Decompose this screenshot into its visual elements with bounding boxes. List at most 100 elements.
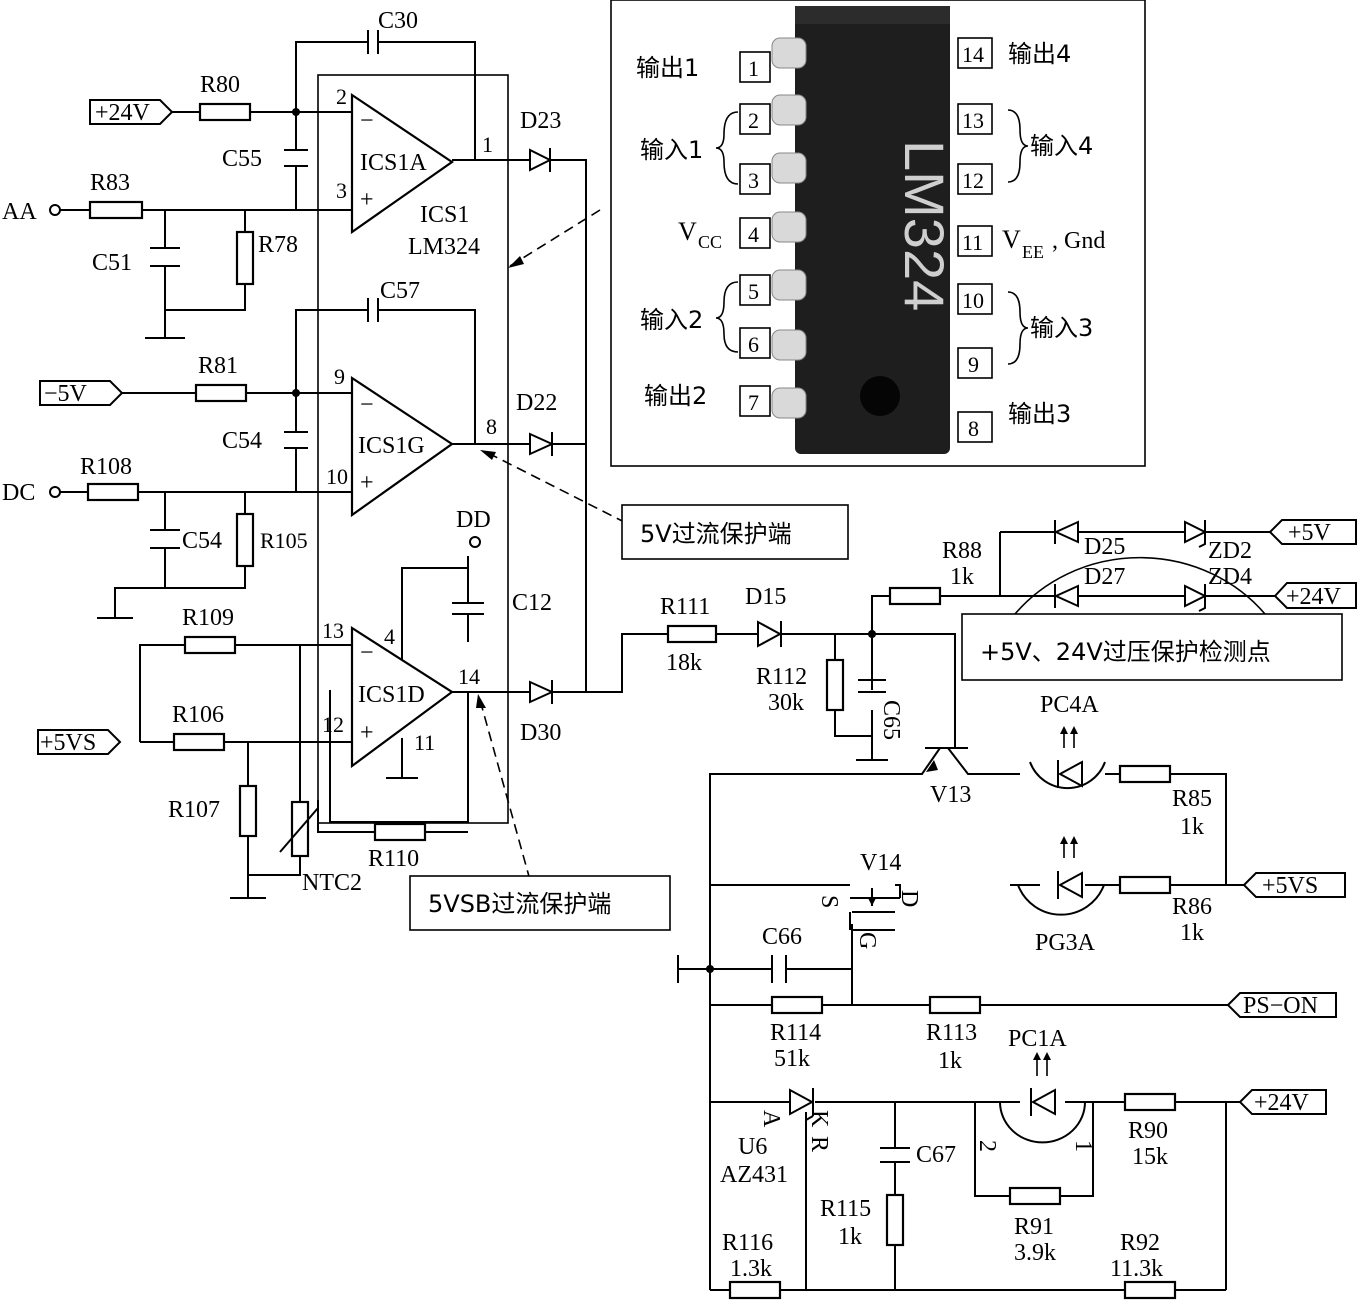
callout-overvoltage: +5V、24V过压保护检测点	[980, 638, 1271, 666]
r110-body	[373, 822, 427, 842]
svg-text:C66: C66	[762, 924, 802, 950]
svg-text:R90: R90	[1128, 1118, 1168, 1144]
wires	[60, 41, 1275, 1291]
svg-text:D27: D27	[1084, 564, 1125, 590]
svg-text:A: A	[758, 1110, 784, 1128]
svg-text:CC: CC	[698, 232, 722, 252]
ics1d-label: ICS1D	[358, 682, 425, 708]
svg-text:11: 11	[414, 730, 435, 755]
net-24v-top: +24V	[95, 100, 151, 126]
svg-text:1: 1	[482, 132, 493, 157]
opamp-ics1g: − + ICS1G	[350, 375, 454, 518]
r109-body	[183, 635, 237, 655]
svg-text:输入4: 输入4	[1030, 132, 1093, 160]
svg-text:EE: EE	[1022, 242, 1044, 262]
svg-text:12: 12	[962, 168, 984, 193]
r112-body	[825, 658, 845, 712]
svg-text:3: 3	[336, 178, 347, 203]
r116-body	[728, 1280, 782, 1300]
svg-text:输入1: 输入1	[640, 136, 703, 164]
svg-text:−: −	[360, 392, 374, 418]
svg-text:AZ431: AZ431	[720, 1162, 788, 1188]
net-24v-bottom: +24V	[1254, 1090, 1310, 1116]
svg-text:R85: R85	[1172, 786, 1212, 812]
r111-body	[666, 624, 718, 644]
svg-text:R83: R83	[90, 170, 130, 196]
r78-body	[235, 230, 255, 286]
svg-text:13: 13	[962, 108, 984, 133]
r115-body	[885, 1193, 905, 1247]
svg-text:输出1: 输出1	[636, 54, 699, 82]
r90-body	[1123, 1092, 1177, 1112]
svg-text:1k: 1k	[938, 1048, 962, 1074]
svg-text:3.9k: 3.9k	[1014, 1240, 1056, 1266]
r80-body	[198, 102, 252, 122]
svg-text:C67: C67	[916, 1142, 956, 1168]
chip-body	[795, 6, 950, 454]
r91-body	[1008, 1186, 1062, 1206]
r105-body	[235, 512, 255, 568]
svg-text:, Gnd: , Gnd	[1052, 228, 1105, 254]
svg-text:9: 9	[334, 364, 345, 389]
svg-text:输出4: 输出4	[1008, 40, 1071, 68]
svg-text:输入3: 输入3	[1030, 314, 1093, 342]
r86-body	[1118, 875, 1172, 895]
svg-text:8: 8	[486, 414, 497, 439]
svg-text:R80: R80	[200, 72, 240, 98]
svg-text:R: R	[806, 1136, 832, 1152]
svg-text:输出2: 输出2	[644, 382, 707, 410]
svg-text:R114: R114	[770, 1020, 821, 1046]
svg-text:R92: R92	[1120, 1230, 1160, 1256]
net-5vs-right: +5VS	[1262, 873, 1318, 899]
svg-text:1.3k: 1.3k	[730, 1256, 772, 1282]
svg-text:R116: R116	[722, 1230, 773, 1256]
svg-text:D23: D23	[520, 108, 561, 134]
pin-numbers: 1 2 3 9 10 8 13 12 4 11 14	[322, 84, 497, 755]
ics1g-label: ICS1G	[358, 433, 425, 459]
svg-text:R112: R112	[756, 664, 807, 690]
pin1-dimple	[860, 376, 900, 416]
svg-text:D22: D22	[516, 390, 557, 416]
ics1a-label: ICS1A	[360, 150, 427, 176]
chip-marking: LM324	[893, 140, 956, 311]
svg-text:C51: C51	[92, 250, 132, 276]
net-tags: +24V −5V +5VS +5V +24V +5VS PS−ON +24V	[37, 99, 1357, 1116]
svg-text:D25: D25	[1084, 534, 1125, 560]
svg-text:C55: C55	[222, 146, 262, 172]
svg-text:2: 2	[748, 108, 759, 133]
svg-text:G: G	[854, 932, 880, 949]
net-24v-right: +24V	[1286, 584, 1342, 610]
svg-text:1k: 1k	[1180, 920, 1204, 946]
net-5v-right: +5V	[1288, 520, 1332, 546]
svg-text:C57: C57	[380, 278, 420, 304]
r83-body	[88, 200, 144, 220]
svg-text:R108: R108	[80, 454, 132, 480]
svg-text:C54: C54	[182, 528, 222, 554]
svg-text:R111: R111	[660, 594, 710, 620]
svg-text:ICS1: ICS1	[420, 202, 469, 228]
svg-text:V: V	[678, 217, 697, 246]
svg-text:C54: C54	[222, 428, 262, 454]
svg-text:PG3A: PG3A	[1035, 930, 1096, 956]
r114-body	[770, 995, 824, 1015]
svg-text:5: 5	[748, 279, 759, 304]
svg-text:4: 4	[384, 624, 395, 649]
opamp-ics1a: − + ICS1A	[350, 92, 454, 235]
svg-text:R105: R105	[260, 528, 308, 553]
svg-text:输入2: 输入2	[640, 306, 703, 334]
svg-text:14: 14	[962, 42, 984, 67]
svg-text:C65: C65	[878, 700, 904, 740]
callout-5v-overcurrent: 5V过流保护端	[640, 520, 792, 548]
svg-text:9: 9	[968, 352, 979, 377]
svg-text:R88: R88	[942, 538, 982, 564]
svg-text:R86: R86	[1172, 894, 1212, 920]
svg-text:ZD4: ZD4	[1208, 564, 1252, 590]
r81-body	[194, 383, 248, 403]
svg-text:DD: DD	[456, 507, 491, 533]
svg-text:R81: R81	[198, 353, 238, 379]
svg-text:−: −	[360, 108, 374, 134]
svg-text:10: 10	[962, 288, 984, 313]
svg-text:R109: R109	[182, 605, 234, 631]
transistors	[849, 747, 968, 931]
svg-text:R78: R78	[258, 232, 298, 258]
